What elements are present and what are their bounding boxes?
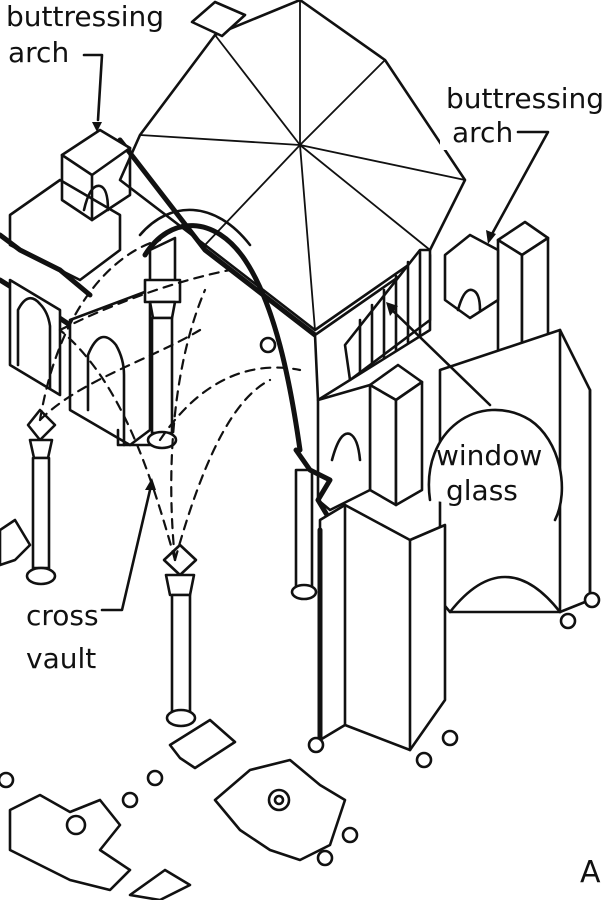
floor-plan-fragments [0,518,359,900]
right-wall [293,220,601,769]
label-vault-line2: vault [26,642,96,675]
dome-roof [117,0,467,338]
label-buttress-right-line1: buttressing [446,82,604,115]
label-buttress-left-line1: buttressing [6,0,164,33]
window-glass-mullions [358,250,422,374]
label-vault-line1: cross [26,599,99,632]
label-buttress-left-line2: arch [8,36,69,69]
label-window-glass: window glass [386,302,564,522]
left-aisle-block [0,128,152,447]
arrowhead-vault [145,478,156,490]
figure-letter: A [580,855,601,890]
label-window-line2: glass [446,474,518,507]
arrowhead-right [486,230,496,244]
label-window-line1: window [436,439,542,472]
arrowhead-window [386,302,398,316]
arrowhead-left [92,122,102,132]
label-buttressing-arch-right: buttressing arch [440,80,610,244]
cross-vault-ribs [38,238,302,562]
label-buttress-right-line2: arch [452,116,513,149]
label-buttressing-arch-left: buttressing arch [0,0,170,132]
main-arch [138,208,303,453]
label-cross-vault: cross vault [20,478,156,675]
